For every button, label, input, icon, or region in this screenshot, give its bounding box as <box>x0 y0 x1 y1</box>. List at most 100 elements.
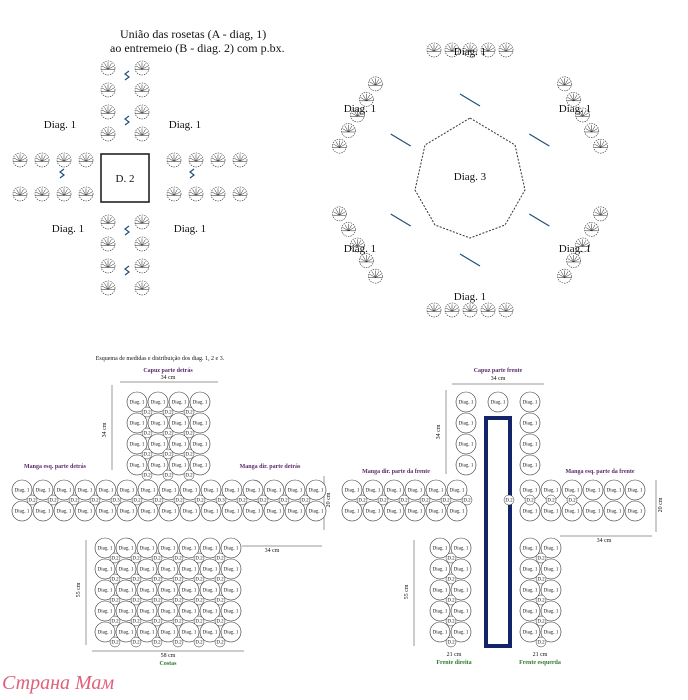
cell-label: Diag. 1 <box>130 443 145 448</box>
cell-label: Diag. 1 <box>130 464 145 469</box>
rosette-motif <box>56 152 72 168</box>
motif-cell: Diag. 1 <box>158 500 180 522</box>
rosette-motif <box>134 236 150 252</box>
cell-label: Diag. 1 <box>203 547 218 552</box>
cell-label: Diag. 1 <box>607 510 622 515</box>
motif-cell: Diag. 1 <box>147 391 169 413</box>
cell-label: Diag. 1 <box>130 422 145 427</box>
joint-label: D.2 <box>447 557 455 562</box>
motif-cell: Diag. 1 <box>147 412 169 434</box>
joint-label: D.2 <box>358 499 366 504</box>
joint-label: D.2 <box>537 557 545 562</box>
motif-cell: Diag. 1 <box>116 479 138 501</box>
cell-label: Diag. 1 <box>544 510 559 515</box>
cell-label: Diag. 1 <box>523 464 538 469</box>
joint-label: D.2 <box>174 599 182 604</box>
back-sleeve-height: 20 cm <box>326 492 332 507</box>
joint-motif: D.2 <box>535 552 547 564</box>
rosette-motif <box>12 186 28 202</box>
joint-label: D.2 <box>174 557 182 562</box>
cell-label: Diag. 1 <box>246 510 261 515</box>
cell-label: Diag. 1 <box>309 510 324 515</box>
cell-label: Diag. 1 <box>454 547 469 552</box>
rosette-motif <box>166 186 182 202</box>
cell-label: Diag. 1 <box>119 589 134 594</box>
joint-motif: D.2 <box>162 406 174 418</box>
cell-label: Diag. 1 <box>267 489 282 494</box>
joint-motif: D.2 <box>278 494 290 506</box>
joint-motif: D.2 <box>109 552 121 564</box>
stitch-zigzag <box>189 168 195 179</box>
arm-label-n: Diag. 1 <box>454 46 486 58</box>
rosette-motif <box>359 253 374 268</box>
rosette-motif <box>100 214 116 230</box>
cell-label: Diag. 1 <box>523 401 538 406</box>
cell-label: Diag. 1 <box>151 443 166 448</box>
joint-label: D.2 <box>153 641 161 646</box>
motif-cell: Diag. 1 <box>157 558 179 580</box>
motif-cell: Diag. 1 <box>115 558 137 580</box>
motif-cell: Diag. 1 <box>32 500 54 522</box>
rosette-motif <box>426 42 442 58</box>
cell-label: Diag. 1 <box>387 489 402 494</box>
joint-label: D.2 <box>153 578 161 583</box>
cell-label: Diag. 1 <box>224 547 239 552</box>
rosette-motif <box>498 302 514 318</box>
motif-cell: Diag. 1 <box>429 621 451 643</box>
joint-label: D.2 <box>526 499 534 504</box>
joint-label: D.2 <box>447 641 455 646</box>
joint-motif: D.2 <box>141 406 153 418</box>
motif-cell: Diag. 1 <box>455 391 477 413</box>
joint-label: D.2 <box>111 599 119 604</box>
motif-cell: Diag. 1 <box>199 558 221 580</box>
motif-cell: Diag. 1 <box>199 600 221 622</box>
motif-cell: Diag. 1 <box>178 621 200 643</box>
joint-motif: D.3 <box>215 494 227 506</box>
motif-cell: Diag. 1 <box>168 412 190 434</box>
cell-label: Diag. 1 <box>523 547 538 552</box>
motif-cell: Diag. 1 <box>126 454 148 476</box>
joint-motif: D.2 <box>141 469 153 481</box>
cell-label: Diag. 1 <box>161 631 176 636</box>
motif-cell: Diag. 1 <box>450 600 472 622</box>
rosette-motif <box>368 268 383 284</box>
motif-cell: Diag. 1 <box>137 500 159 522</box>
joint-motif: D.2 <box>545 494 557 506</box>
motif-cell: Diag. 1 <box>199 537 221 559</box>
motif-cell: Diag. 1 <box>94 558 116 580</box>
rosette-motif <box>232 186 248 202</box>
motif-cell: Diag. 1 <box>136 600 158 622</box>
front-left-sleeve-label: Manga dir. parte da frente <box>362 469 430 475</box>
cell-label: Diag. 1 <box>203 631 218 636</box>
cell-label: Diag. 1 <box>161 589 176 594</box>
motif-cell: Diag. 1 <box>157 600 179 622</box>
rosette-motif <box>134 82 150 98</box>
joint-motif: D.2 <box>440 494 452 506</box>
cell-label: Diag. 1 <box>141 489 156 494</box>
motif-cell: Diag. 1 <box>136 558 158 580</box>
cell-label: Diag. 1 <box>203 589 218 594</box>
cell-label: Diag. 1 <box>15 489 30 494</box>
arm-label-sw: Diag. 1 <box>52 223 84 235</box>
joint-motif: D.2 <box>524 494 536 506</box>
top-right-assembly: Diag. 3 Diag. 1 Diag. 1 Diag. 1 Diag. 1 … <box>332 42 608 318</box>
rosette-motif <box>100 104 116 120</box>
cell-label: Diag. 1 <box>98 568 113 573</box>
motif-cell: Diag. 1 <box>582 479 604 501</box>
rosette-motif <box>444 42 460 58</box>
back-hood-width: 34 cm <box>161 375 176 381</box>
joint-motif: D.2 <box>162 448 174 460</box>
arm-label-se: Diag. 1 <box>559 243 591 255</box>
stitch-connector <box>528 133 550 147</box>
joint-motif: D.2 <box>109 636 121 648</box>
joint-label: D.2 <box>195 641 203 646</box>
joint-label: D.3 <box>112 499 120 504</box>
front-hood-width: 34 cm <box>491 376 506 382</box>
cell-label: Diag. 1 <box>433 547 448 552</box>
cell-label: Diag. 1 <box>544 547 559 552</box>
cell-label: Diag. 1 <box>119 568 134 573</box>
motif-cell: Diag. 1 <box>561 479 583 501</box>
cell-label: Diag. 1 <box>628 510 643 515</box>
cell-label: Diag. 1 <box>224 589 239 594</box>
cell-label: Diag. 1 <box>586 489 601 494</box>
